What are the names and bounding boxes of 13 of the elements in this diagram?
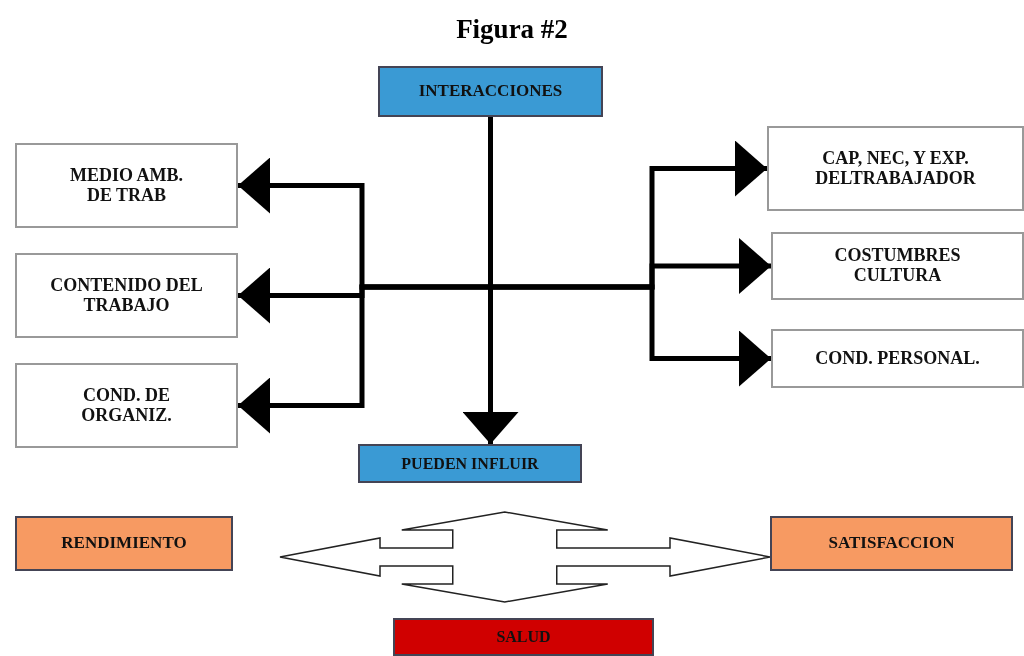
- concept-box: COND. PERSONAL.: [771, 329, 1024, 388]
- concept-box: SATISFACCION: [770, 516, 1013, 571]
- concept-box: SALUD: [393, 618, 654, 656]
- concept-box: PUEDEN INFLUIR: [358, 444, 582, 483]
- cross-arrow: [279, 511, 771, 603]
- figure-title: Figura #2: [455, 14, 569, 45]
- concept-box: MEDIO AMB. DE TRAB: [15, 143, 238, 228]
- concept-box: INTERACCIONES: [378, 66, 603, 117]
- concept-box: COSTUMBRES CULTURA: [771, 232, 1024, 300]
- concept-box: CONTENIDO DEL TRABAJO: [15, 253, 238, 338]
- concept-box: RENDIMIENTO: [15, 516, 233, 571]
- concept-box: CAP, NEC, Y EXP. DELTRABAJADOR: [767, 126, 1024, 211]
- concept-box: COND. DE ORGANIZ.: [15, 363, 238, 448]
